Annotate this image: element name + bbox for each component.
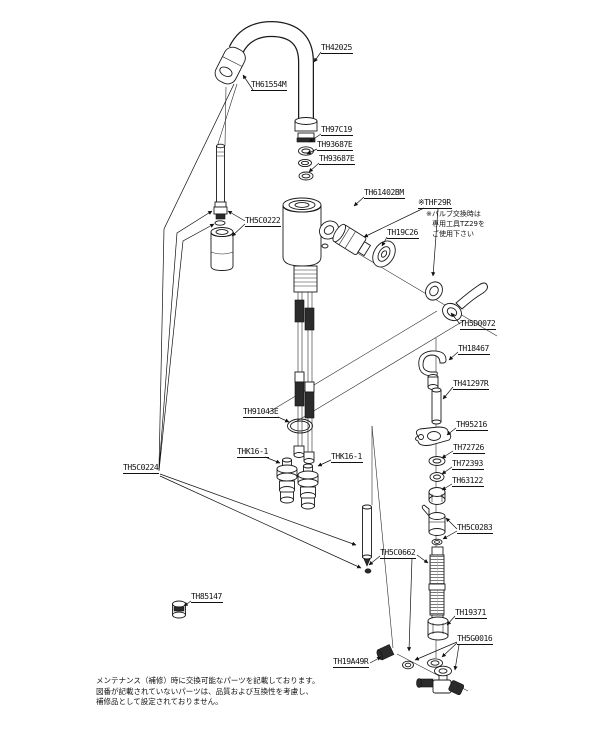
leader-lines (158, 51, 461, 671)
pullout-hose-lines (216, 83, 238, 148)
riser-pipe (362, 504, 372, 567)
part-label-th93687e-2: TH93687E (319, 154, 356, 165)
branch-washer (427, 658, 443, 668)
check-valve-right (297, 463, 319, 510)
mount-nut (428, 487, 446, 505)
part-label-th72393: TH72393 (452, 459, 484, 470)
valve-tool-note-line: ご使用下さい (432, 230, 474, 238)
part-label-th5g0016: TH5G0016 (457, 634, 494, 645)
valve-cartridge (332, 223, 372, 257)
spray-head (214, 46, 246, 85)
spacer-washer (214, 220, 226, 226)
hanger-bracket (418, 350, 447, 390)
check-valve-left (276, 457, 298, 504)
flex-hose (428, 546, 446, 624)
part-label-th19c26: TH19C26 (387, 228, 419, 239)
part-label-th18467: TH18467 (458, 344, 490, 355)
part-label-th5c0283: TH5C0283 (457, 523, 494, 534)
footnote-line: 補修品として設定されておりません。 (96, 697, 223, 706)
part-label-th72726: TH72726 (453, 443, 485, 454)
part-label-th85147: TH85147 (191, 592, 223, 603)
part-label-th5c0662: TH5C0662 (380, 548, 417, 559)
hose-nut (427, 616, 449, 641)
part-label-th5c0222: TH5C0222 (245, 216, 282, 227)
connect-rod (431, 387, 442, 425)
valve-tool-note: ※バルブ交換時は 専用工具TZ29を ご使用下さい (426, 209, 485, 239)
part-label-th42025: TH42025 (321, 43, 353, 54)
part-label-th63122: TH63122 (452, 476, 484, 487)
seat-washer (321, 243, 329, 249)
spout-o-rings (298, 146, 314, 181)
body-o-ring (287, 418, 313, 434)
part-label-th95216: TH95216 (456, 420, 488, 431)
valve-tool-note-line: ※バルブ交換時は (426, 210, 481, 218)
branch-valve (416, 665, 465, 696)
handle-lever (442, 282, 488, 322)
cartridge-cap (372, 240, 396, 268)
spout-connector (294, 117, 318, 143)
part-label-th41297r: TH41297R (453, 379, 490, 390)
packing-washer (429, 472, 445, 482)
hose-stem-tube (214, 143, 227, 208)
washer-top (428, 456, 446, 466)
valve-tool-note-line: 専用工具TZ29を (432, 220, 485, 228)
faucet-body (282, 197, 322, 267)
spacer-cylinder (210, 227, 234, 271)
part-label-th19a49r: TH19A49R (333, 657, 370, 668)
hose-connector (213, 206, 228, 220)
escutcheon-ring (425, 281, 443, 301)
part-label-th5d0072: TH5D0072 (460, 319, 497, 330)
part-label-thk16-1-right: THK16-1 (331, 452, 363, 463)
mount-bracket (415, 426, 452, 446)
pipe-washer-dot (364, 568, 372, 574)
supply-hoses (293, 265, 318, 464)
part-label-thf29r: ※THF29R (418, 198, 452, 209)
part-label-th91043e: TH91043E (243, 407, 280, 418)
part-label-th5c0224: TH5C0224 (123, 463, 160, 474)
branch-o-ring (402, 660, 414, 670)
footnote-line: メンテナンス（補修）時に交換可能なパーツを記載しております。 (96, 676, 320, 685)
part-label-th19371: TH19371 (455, 608, 487, 619)
small-ring (431, 538, 443, 546)
part-label-th93687e-1: TH93687E (317, 140, 354, 151)
hose-joint (421, 504, 446, 536)
clip-part (172, 600, 186, 619)
part-label-th97c19: TH97C19 (321, 125, 353, 136)
maintenance-footnote: メンテナンス（補修）時に交換可能なパーツを記載しております。 図番が記載されてい… (96, 676, 320, 708)
footnote-line: 図番が記載されていないパーツは、品質および互換性を考慮し、 (96, 686, 314, 696)
part-label-th61402bm: TH61402BM (364, 188, 405, 199)
part-label-th61554m: TH61554M (251, 80, 288, 91)
part-label-thk16-1-left: THK16-1 (237, 447, 269, 458)
gooseneck-spout (228, 20, 314, 127)
